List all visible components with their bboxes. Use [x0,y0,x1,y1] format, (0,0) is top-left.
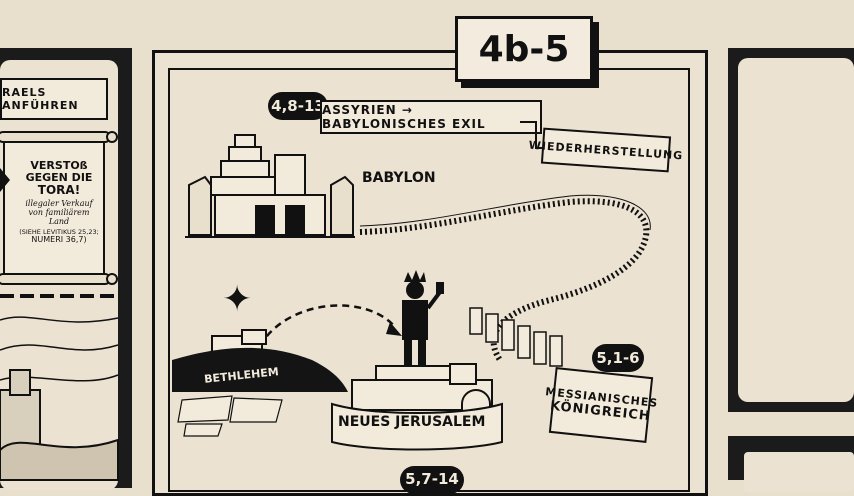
bethlehem-hill-illustration [172,329,348,437]
tora-scroll [0,131,118,285]
verse-ref-top-text: 4,8-13 [271,97,325,115]
verse-ref-bottom-text: 5,7-14 [405,470,459,488]
new-jerusalem-label: NEUES JERUSALEM [338,414,486,430]
scroll-text: VERSTOß GEGEN DIE TORA! illegaler Verkau… [14,159,104,245]
verse-ref-right-badge: 5,1-6 [592,344,644,372]
babylon-label: BABYLON [362,170,436,186]
right-bottom-panel [744,452,854,492]
verse-ref-top-badge: 4,8-13 [268,92,328,120]
scroll-ref-1: (SIEHE LEVITIKUS 25,23; [19,227,99,236]
verse-ref-right-text: 5,1-6 [596,349,640,367]
chapter-title: 4b-5 [455,16,593,82]
bethlehem-to-jerusalem-arrow [258,304,402,347]
left-landscape-illustration [0,316,119,481]
verse-ref-bottom-badge: 5,7-14 [400,466,464,494]
left-banner-text: RAELS ANFÜHREN [2,86,79,112]
messiah-king-figure [402,270,444,370]
star-of-bethlehem-icon: ✦ [222,279,253,320]
scroll-ref-2: NUMERI 36,7) [31,234,87,244]
chapter-ref-text: 4b-5 [478,28,570,70]
new-jerusalem-illustration [331,363,503,451]
messianic-kingdom-banner: MESSIANISCHES KÖNIGREICH [545,367,659,443]
scroll-note-1: illegaler Verkauf [25,199,93,209]
scroll-heading-1: VERSTOß [30,159,88,172]
restoration-label: WIEDERHERSTELLUNG [528,138,684,162]
scroll-heading-2: GEGEN DIE [25,171,93,185]
babylon-city-illustration [185,134,355,238]
exile-procession [359,194,651,367]
left-panel-banner: RAELS ANFÜHREN [0,78,108,120]
scroll-note-3: Land [48,216,70,226]
scroll-note-2: von familiärem [28,208,90,218]
right-panel [738,58,854,402]
timeline-label: ASSYRIEN → BABYLONISCHES EXIL [322,103,486,131]
timeline-banner: ASSYRIEN → BABYLONISCHES EXIL [320,100,542,134]
scroll-heading-3: TORA! [37,183,81,198]
